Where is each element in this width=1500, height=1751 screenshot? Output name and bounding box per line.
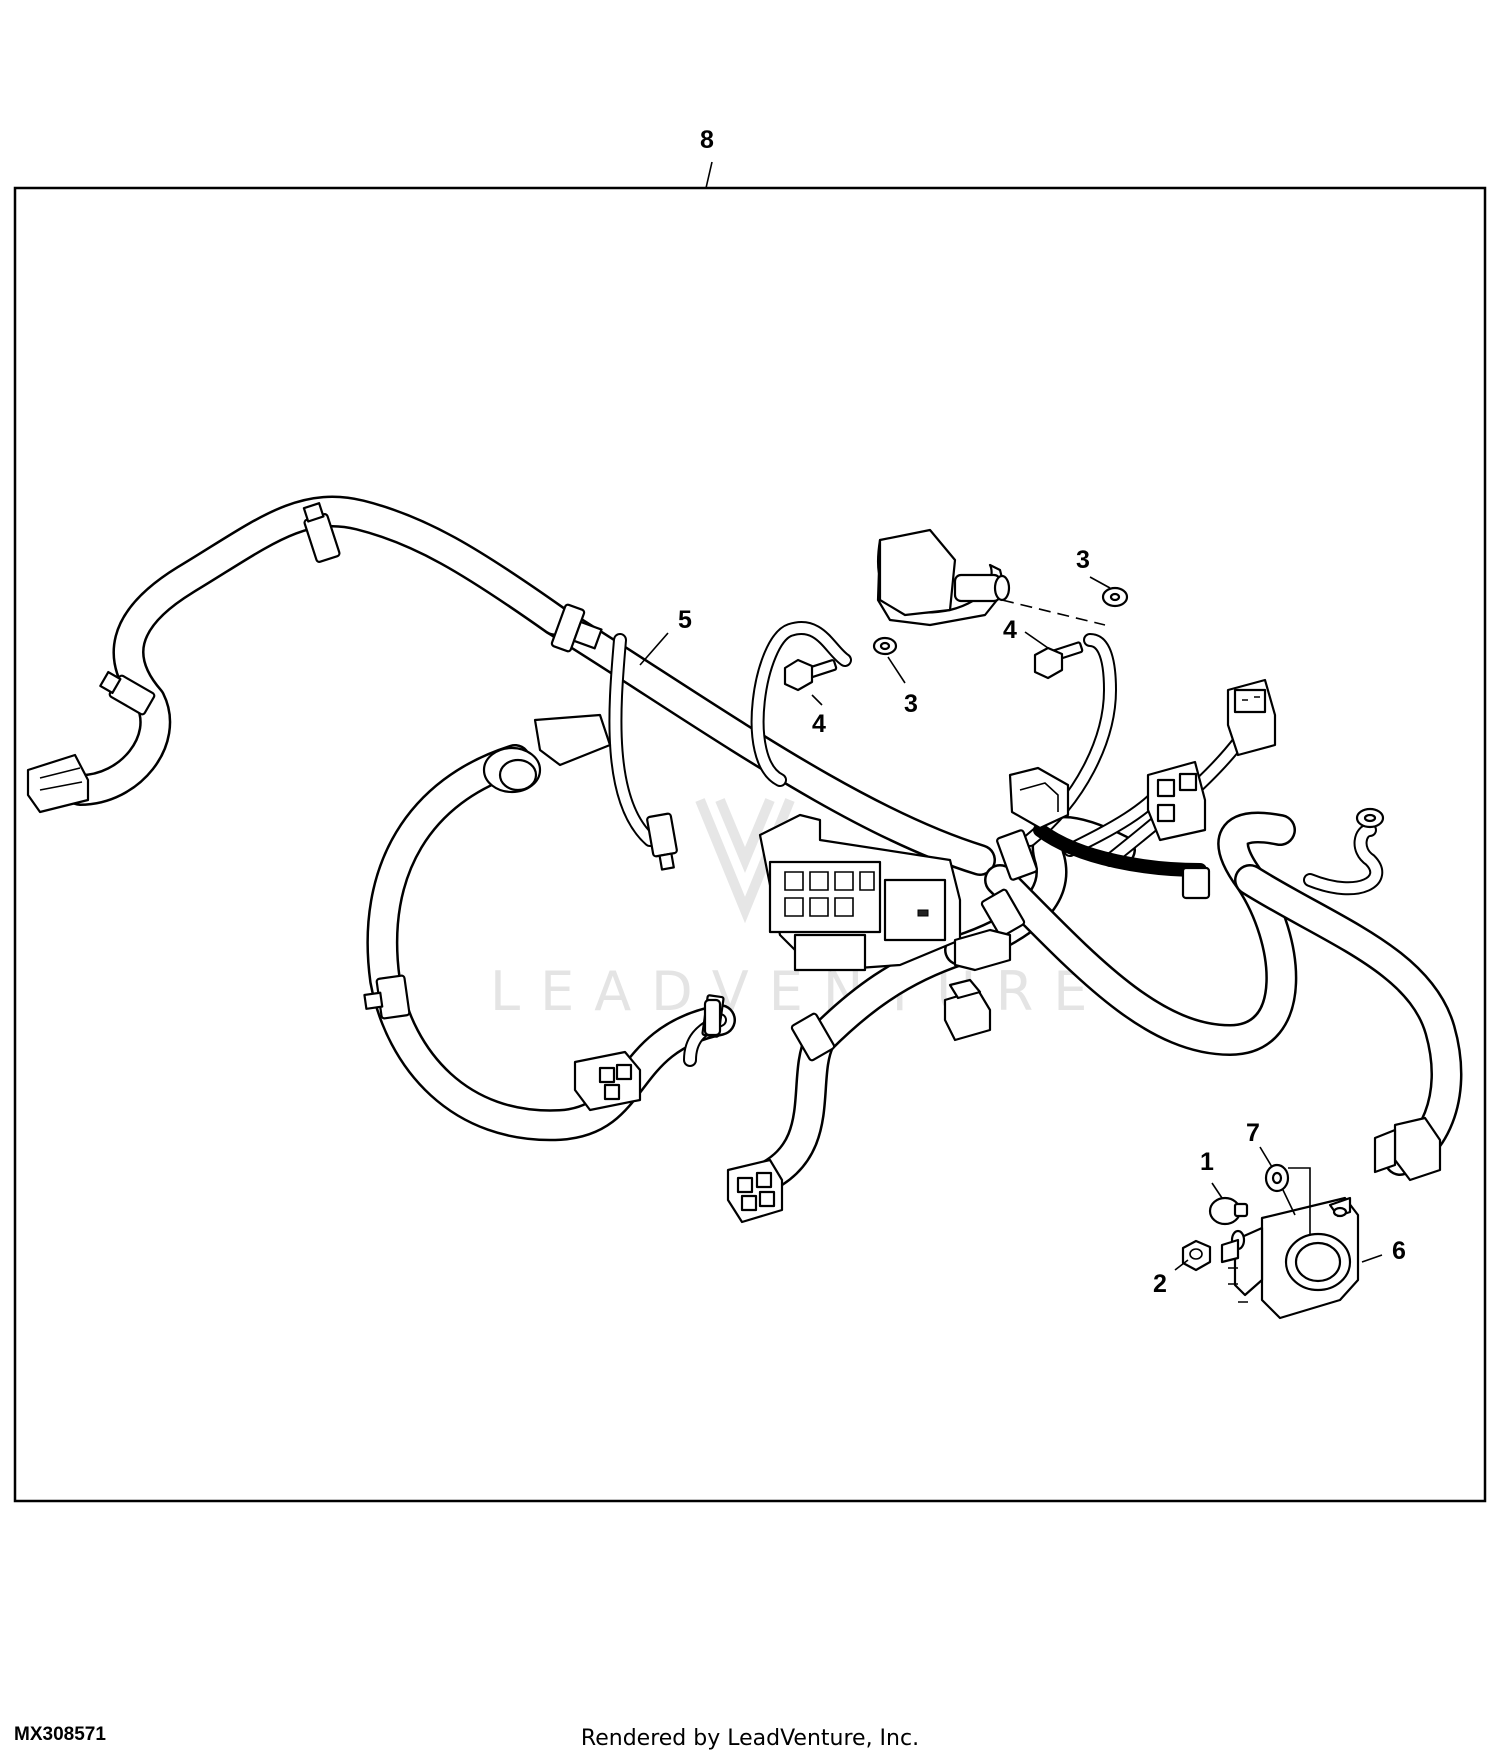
fasteners — [783, 586, 1129, 692]
callout-5: 5 — [678, 606, 692, 634]
hex-connector — [1008, 766, 1070, 830]
ring-terminal — [1355, 807, 1385, 829]
callout-7: 7 — [1246, 1119, 1260, 1147]
callout-4-right: 4 — [1003, 616, 1017, 644]
assembly-path-dashed — [1001, 599, 1106, 626]
nut-item-2 — [1181, 1239, 1212, 1272]
callout-4-left: 4 — [812, 710, 826, 738]
figure-id: MX308571 — [14, 1724, 106, 1745]
washer-right — [1101, 586, 1129, 608]
callout-3-lower: 3 — [904, 690, 918, 718]
bolt-left — [783, 658, 838, 692]
clamp — [302, 502, 341, 563]
leader-4b — [1024, 631, 1049, 649]
assembly-frame — [13, 186, 1487, 1503]
connector-lower-center — [726, 1158, 784, 1224]
washer-item-7 — [1264, 1163, 1290, 1193]
connector-far-left — [26, 753, 90, 814]
clamp — [790, 1012, 836, 1062]
clamp — [99, 670, 156, 716]
callout-3-upper: 3 — [1076, 546, 1090, 574]
callouts: 8 5 4 3 4 3 7 1 2 6 — [639, 126, 1406, 1298]
connector-far-right — [1373, 1116, 1442, 1182]
callout-1: 1 — [1200, 1148, 1214, 1176]
connector-lower-left — [573, 1050, 642, 1112]
socket-assembly — [1220, 1196, 1360, 1320]
connector-upper-right — [1226, 678, 1277, 757]
bolt-right — [1033, 641, 1084, 680]
clamp — [996, 829, 1038, 881]
connector-double — [1146, 760, 1207, 842]
clamp — [980, 888, 1026, 938]
callout-8: 8 — [700, 126, 714, 154]
harness-clamps — [99, 502, 1038, 1062]
inline-connector — [703, 998, 722, 1037]
callout-2: 2 — [1153, 1270, 1167, 1298]
leader-3a — [887, 656, 906, 684]
rubber-boot — [876, 528, 1011, 627]
boot-connector — [482, 713, 612, 794]
clamp — [646, 812, 678, 871]
callout-6: 6 — [1392, 1237, 1406, 1265]
clamp — [363, 974, 411, 1020]
assembly-guide-lines — [1282, 1167, 1311, 1235]
fuse-holder-small — [943, 978, 992, 1042]
leader-4a — [811, 694, 823, 706]
connectors — [26, 528, 1442, 1224]
leader-5 — [639, 632, 669, 666]
leader-1 — [1211, 1182, 1223, 1199]
washer-left — [872, 636, 898, 656]
render-credit: Rendered by LeadVenture, Inc. — [580, 1726, 920, 1751]
knob-item-1 — [1208, 1196, 1249, 1226]
leader-7 — [1259, 1146, 1273, 1168]
small-connector-right — [1181, 866, 1211, 900]
leader-2 — [1174, 1259, 1189, 1271]
leader-6 — [1361, 1254, 1383, 1263]
fuse-relay-block — [758, 813, 1012, 972]
leader-3b — [1089, 576, 1111, 589]
clamp — [550, 603, 603, 653]
leader-8 — [705, 161, 713, 189]
